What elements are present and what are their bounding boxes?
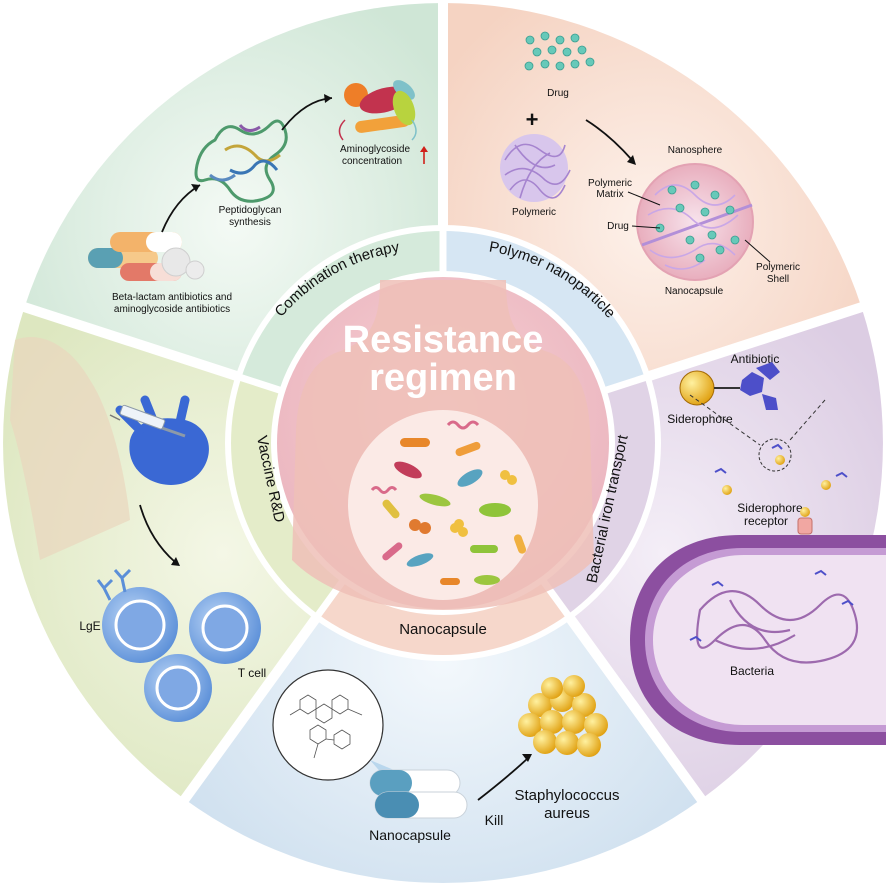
bacteria-label: Bacteria (730, 664, 774, 678)
ring-label-nanocapsule: Nanocapsule (399, 621, 487, 638)
aminoglycoside-label-line2: concentration (342, 156, 402, 167)
polymeric-shell-label-line1: Polymeric (756, 262, 800, 273)
molecule-zoom-icon (272, 669, 384, 781)
drug-dots-icon (524, 31, 595, 71)
peptidoglycan-label-line1: Peptidoglycan (219, 205, 282, 216)
cell-icon (144, 654, 212, 722)
lge-label: LgE (79, 619, 100, 633)
protein-structure-icon (194, 119, 288, 203)
tcell-label: T cell (238, 666, 266, 680)
bacteria-cluster-icon (338, 80, 417, 141)
b-cell-icon (96, 568, 178, 663)
nanosphere-icon (636, 163, 754, 281)
polymeric-ball-icon (500, 134, 571, 202)
t-cell-icon (189, 592, 261, 664)
microbes-icon (370, 420, 527, 585)
receptor-icon (797, 517, 813, 535)
antibiotic-label: Antibiotic (731, 352, 780, 366)
staph-label-line2: aureus (544, 805, 590, 822)
polymeric-matrix-label-line2: Matrix (596, 189, 623, 200)
aminoglycoside-label-line1: Aminoglycoside (340, 144, 410, 155)
antibiotics-label-line2: aminoglycoside antibiotics (114, 304, 230, 315)
kill-label: Kill (485, 812, 504, 828)
nanocapsule-label-polymer: Nanocapsule (665, 286, 724, 297)
polymeric-label: Polymeric (512, 207, 556, 218)
siderophore-label: Siderophore (667, 412, 733, 426)
antibiotic-molecule-icon (740, 362, 780, 410)
up-arrow-icon (420, 146, 428, 164)
vaccine-panel: LgE T cell (10, 336, 266, 722)
polymeric-matrix-label-line1: Polymeric (588, 178, 632, 189)
iron-panel: Antibiotic Siderophore Siderophore recep… (630, 352, 886, 745)
combination-panel: Beta-lactam antibiotics and aminoglycosi… (88, 80, 428, 315)
polymeric-shell-label-line2: Shell (767, 274, 789, 285)
center-title-line2: regimen (369, 357, 517, 399)
nanosphere-label: Nanosphere (668, 145, 723, 156)
bacterium-icon (630, 535, 886, 745)
drug-side-label: Drug (607, 221, 629, 232)
peptidoglycan-label-line2: synthesis (229, 217, 271, 228)
nanocapsule-pills-icon (369, 769, 468, 819)
arm-silhouette-icon (10, 336, 130, 560)
receptor-label-line2: receptor (744, 514, 788, 528)
nanocapsule-label-bottom: Nanocapsule (369, 827, 451, 843)
plus-sign: + (526, 107, 539, 132)
staphylococcus-icon (518, 675, 608, 757)
receptor-label-line1: Siderophore (737, 501, 803, 515)
syringe-icon (109, 404, 186, 438)
staph-label-line1: Staphylococcus (514, 787, 619, 804)
antibiotic-pills-icon (88, 232, 205, 281)
center-circle: Resistance regimen (271, 271, 615, 615)
center-title-line1: Resistance (343, 319, 544, 361)
drug-top-label: Drug (547, 88, 569, 99)
polymer-panel: Drug + Polymeric Nanosphere Polymeric Ma… (500, 31, 800, 297)
antibiotics-label-line1: Beta-lactam antibiotics and (112, 292, 232, 303)
nanocapsule-panel: Nanocapsule Kill Staphylococcus aureus (272, 669, 620, 843)
gloved-hand-icon (115, 395, 209, 485)
